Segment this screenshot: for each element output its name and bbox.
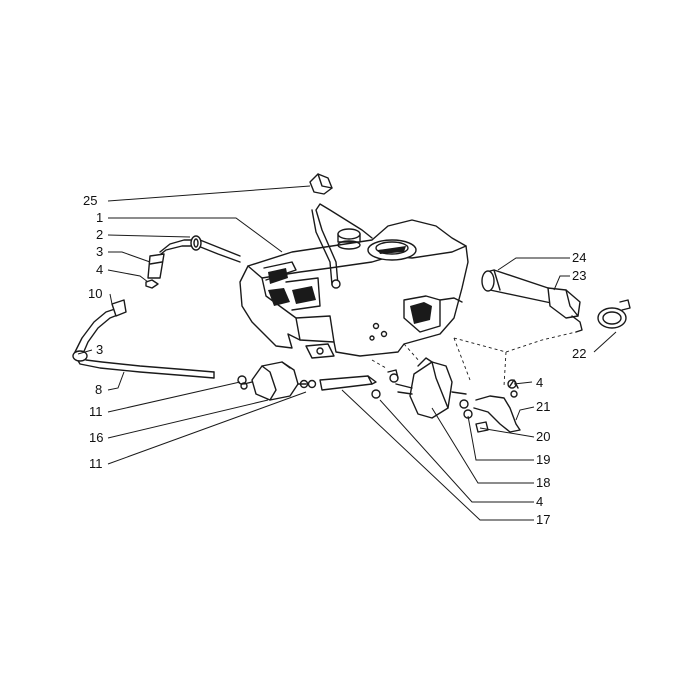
fuel-hose-21 [459,379,521,433]
callout-2: 2 [96,227,103,242]
callout-21: 21 [536,399,550,414]
callout-4-right: 4 [536,375,543,390]
fuel-hose-17 [319,375,381,399]
callout-3: 3 [96,244,103,259]
fuel-pump [387,357,467,419]
callout-22: 22 [572,346,586,361]
callout-25: 25 [83,193,97,208]
callout-17: 17 [536,512,550,527]
callout-11: 11 [89,404,103,419]
callout-23: 23 [572,268,586,283]
callout-1: 1 [96,210,103,225]
callout-16: 16 [89,430,103,445]
fuel-filter [237,361,317,401]
callout-19: 19 [536,452,550,467]
callout-4-bottom: 4 [536,494,543,509]
callout-11-lower: 11 [89,456,103,471]
callout-labels: 25 1 2 3 4 10 3 8 11 16 11 24 23 22 4 21… [83,193,586,527]
leader-lines [77,185,617,521]
fuel-hose-upper [145,235,241,289]
callout-4: 4 [96,262,103,277]
callout-10: 10 [88,286,102,301]
callout-8: 8 [95,382,102,397]
callout-18: 18 [536,475,550,490]
callout-24: 24 [572,250,586,265]
fuel-hose-8 [72,299,215,379]
clip-25 [309,173,333,195]
callout-20: 20 [536,429,550,444]
fuel-tank [239,203,469,359]
callout-3-lower: 3 [96,342,103,357]
assembly-dashed-lines [371,331,577,387]
fuel-pipe-right [481,269,631,333]
